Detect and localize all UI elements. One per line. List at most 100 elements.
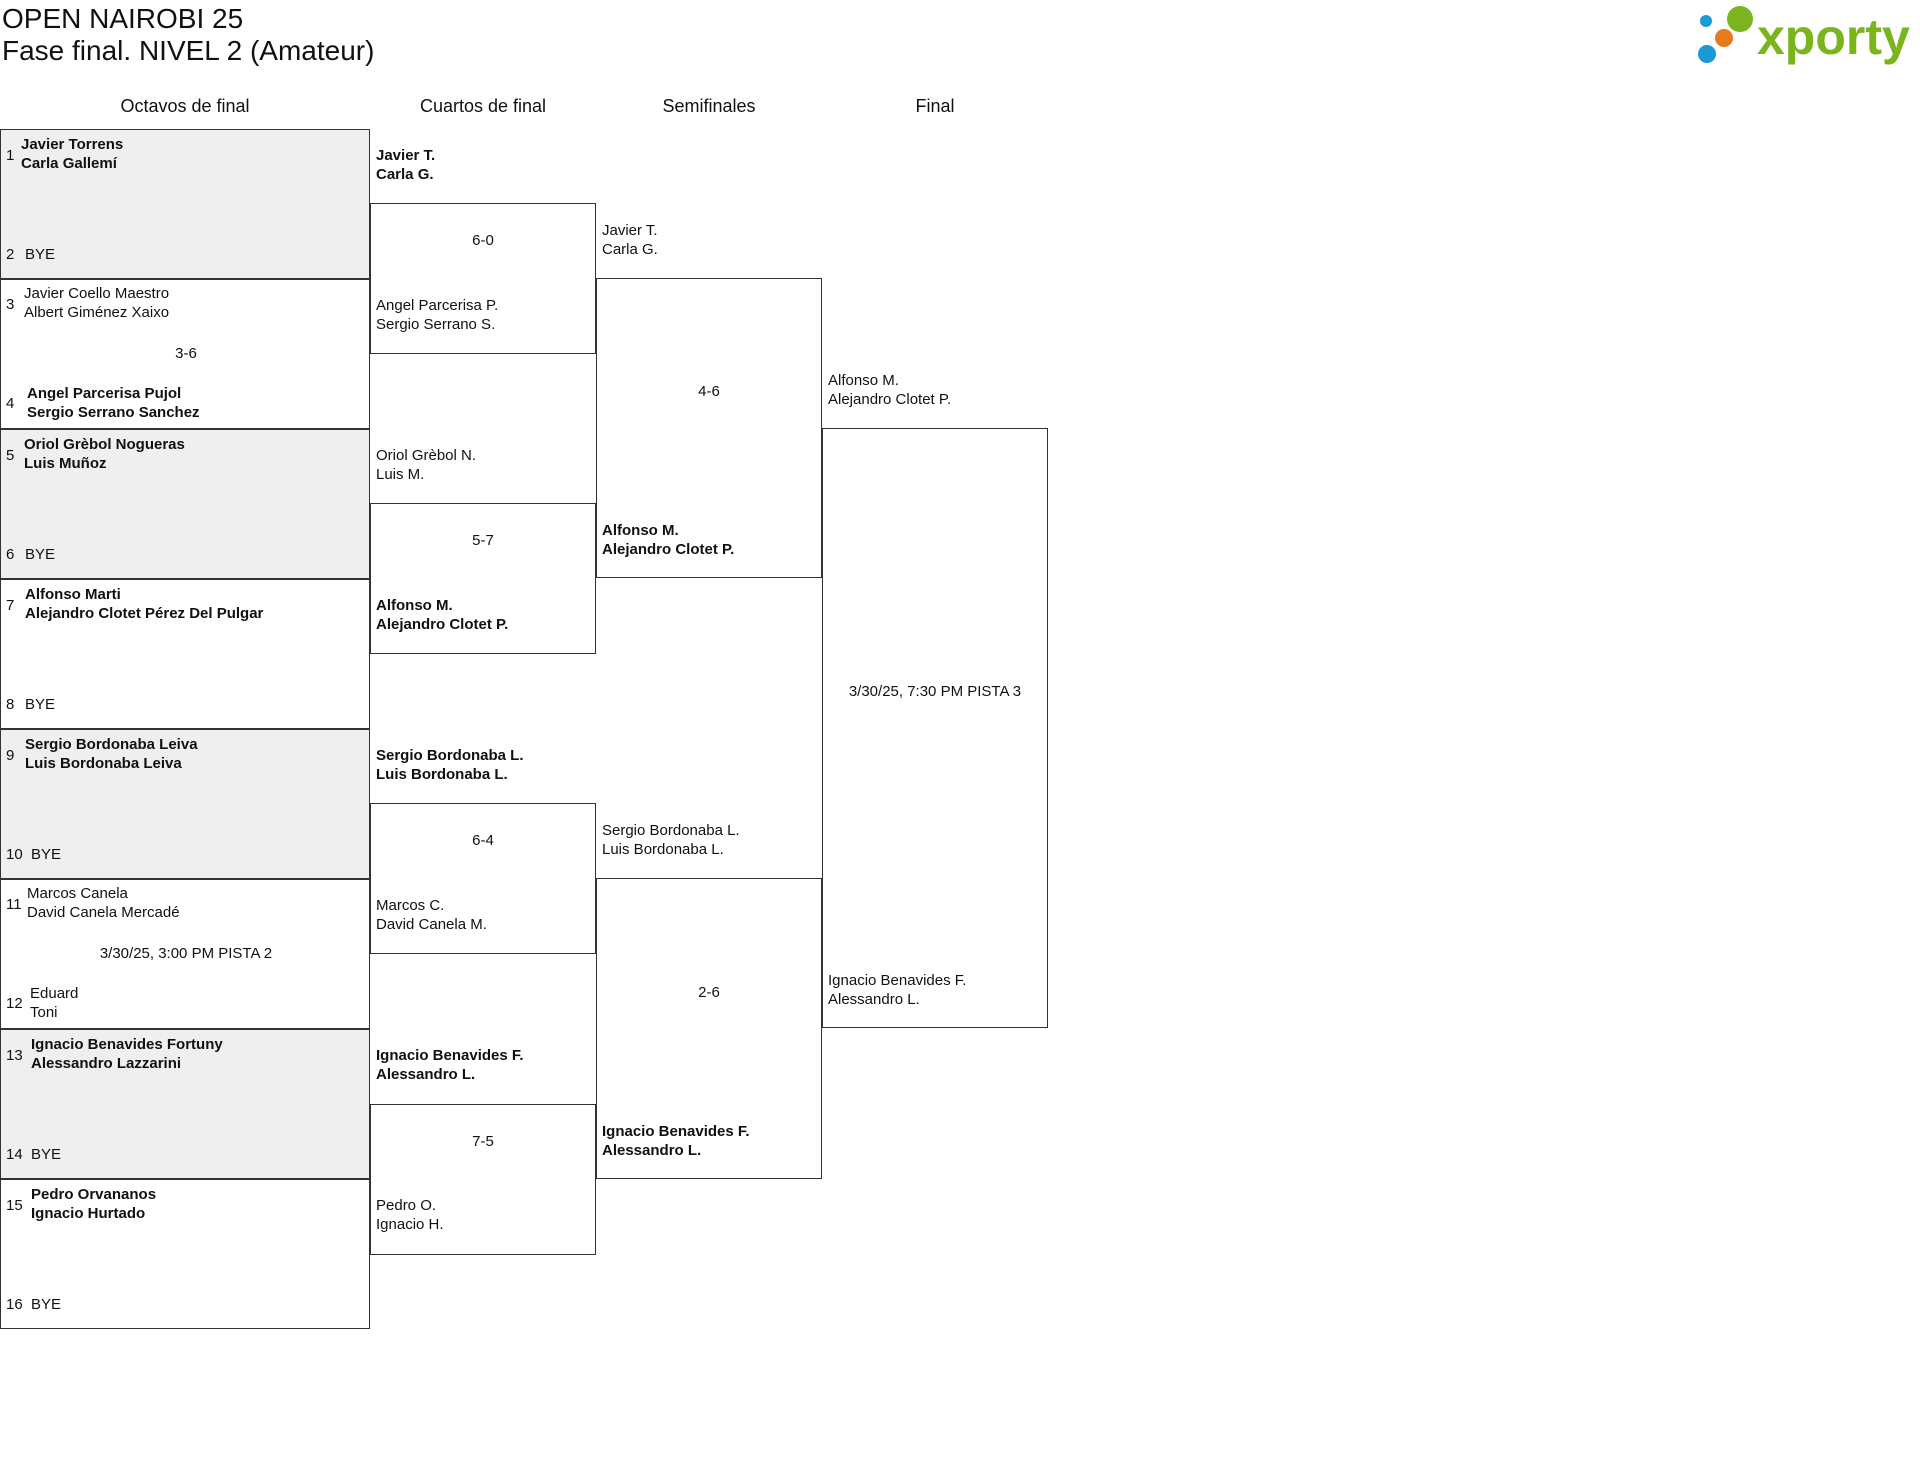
player-name: Oriol Grèbol Nogueras xyxy=(24,436,185,453)
team-entry: Marcos Canela David Canela Mercadé xyxy=(27,884,180,922)
seed-number: 16 xyxy=(6,1296,23,1313)
qf-team-4: Alfonso M. Alejandro Clotet P. xyxy=(376,596,508,634)
player-name: Oriol Grèbol N. xyxy=(376,447,477,464)
player-name: Pedro O. xyxy=(376,1197,437,1214)
player-name: Toni xyxy=(30,1004,58,1021)
player-name: Albert Giménez Xaixo xyxy=(24,304,170,321)
logo-wordmark: xporty xyxy=(1757,9,1910,65)
player-name: Carla G. xyxy=(602,241,658,258)
player-name: Alejandro Clotet P. xyxy=(376,616,509,633)
player-name: Alessandro L. xyxy=(376,1066,476,1083)
qf-match-4[interactable] xyxy=(370,1104,596,1255)
player-name: Ignacio Hurtado xyxy=(31,1205,146,1222)
team-entry: Ignacio Benavides Fortuny Alessandro Laz… xyxy=(31,1035,223,1073)
player-name: Alejandro Clotet P. xyxy=(602,541,735,558)
qf-result-3: 6-4 xyxy=(472,832,494,849)
seed-number: 11 xyxy=(6,896,22,913)
player-name: Alfonso M. xyxy=(828,372,899,389)
seed-number: 12 xyxy=(6,995,23,1012)
seed-number: 9 xyxy=(6,747,15,764)
player-name: Javier T. xyxy=(376,147,436,164)
player-name: Eduard xyxy=(30,985,79,1002)
bye-entry: BYE xyxy=(25,696,56,713)
qf-result-1: 6-0 xyxy=(472,232,494,249)
qf-match-3[interactable] xyxy=(370,803,596,954)
match-result: 3-6 xyxy=(175,345,197,362)
round-header-sf: Semifinales xyxy=(662,96,756,116)
round-header-r16: Octavos de final xyxy=(120,96,250,116)
sf-team-1: Javier T. Carla G. xyxy=(602,221,658,259)
round-header-qf: Cuartos de final xyxy=(419,96,547,116)
player-name: Luis Bordonaba L. xyxy=(602,841,724,858)
tournament-subtitle: Fase final. NIVEL 2 (Amateur) xyxy=(2,35,375,66)
r16-match-8[interactable]: 15 Pedro Orvananos Ignacio Hurtado 16 BY… xyxy=(0,1179,370,1329)
sf-match-1[interactable] xyxy=(596,278,822,578)
r16-match-2[interactable]: 3 Javier Coello Maestro Albert Giménez X… xyxy=(0,279,370,429)
bye-entry: BYE xyxy=(31,1146,62,1163)
tournament-title: OPEN NAIROBI 25 xyxy=(2,3,244,34)
team-entry: Javier Coello Maestro Albert Giménez Xai… xyxy=(24,284,169,322)
player-name: Angel Parcerisa Pujol xyxy=(27,385,182,402)
qf-team-5: Sergio Bordonaba L. Luis Bordonaba L. xyxy=(376,746,524,784)
r16-match-3[interactable]: 5 Oriol Grèbol Nogueras Luis Muñoz 6 BYE xyxy=(0,429,370,579)
player-name: Ignacio H. xyxy=(376,1216,444,1233)
r16-match-1[interactable]: 1 Javier Torrens Carla Gallemí 2 BYE xyxy=(0,129,370,279)
sf-team-2: Alfonso M. Alejandro Clotet P. xyxy=(602,521,734,559)
sf-team-4: Ignacio Benavides F. Alessandro L. xyxy=(602,1122,750,1160)
player-name: Ignacio Benavides Fortuny xyxy=(31,1036,223,1053)
player-name: David Canela Mercadé xyxy=(27,904,180,921)
seed-number: 4 xyxy=(6,395,15,412)
qf-team-2: Angel Parcerisa P. Sergio Serrano S. xyxy=(376,296,498,334)
qf-team-3: Oriol Grèbol N. Luis M. xyxy=(376,446,476,484)
seed-number: 3 xyxy=(6,296,15,313)
r16-match-4[interactable]: 7 Alfonso Marti Alejandro Clotet Pérez D… xyxy=(0,579,370,729)
seed-number: 1 xyxy=(6,147,15,164)
logo-dot-blue-small xyxy=(1700,15,1712,27)
player-name: Carla G. xyxy=(376,166,434,183)
team-entry: Pedro Orvananos Ignacio Hurtado xyxy=(31,1185,156,1223)
r16-match-5[interactable]: 9 Sergio Bordonaba Leiva Luis Bordonaba … xyxy=(0,729,370,879)
player-name: Luis Muñoz xyxy=(24,455,107,472)
seed-number: 15 xyxy=(6,1197,23,1214)
qf-match-1[interactable] xyxy=(370,203,596,354)
player-name: Alejandro Clotet Pérez Del Pulgar xyxy=(25,605,264,622)
player-name: Pedro Orvananos xyxy=(31,1186,157,1203)
qf-team-1: Javier T. Carla G. xyxy=(376,146,435,184)
player-name: Luis Bordonaba Leiva xyxy=(25,755,182,772)
qf-result-4: 7-5 xyxy=(472,1133,494,1150)
player-name: Alessandro L. xyxy=(828,991,920,1008)
bye-entry: BYE xyxy=(25,246,56,263)
player-name: Alfonso M. xyxy=(602,522,679,539)
r16-match-7[interactable]: 13 Ignacio Benavides Fortuny Alessandro … xyxy=(0,1029,370,1179)
player-name: Alessandro Lazzarini xyxy=(31,1055,182,1072)
player-name: David Canela M. xyxy=(376,916,487,933)
player-name: Sergio Bordonaba Leiva xyxy=(25,736,198,753)
r16-match-6[interactable]: 11 Marcos Canela David Canela Mercadé 3/… xyxy=(0,879,370,1029)
bye-entry: BYE xyxy=(25,546,56,563)
player-name: Javier Torrens xyxy=(21,136,124,153)
final-match[interactable] xyxy=(822,428,1048,1028)
qf-match-2[interactable] xyxy=(370,503,596,654)
team-entry: Angel Parcerisa Pujol Sergio Serrano San… xyxy=(27,384,200,422)
player-name: Javier Coello Maestro xyxy=(24,285,170,302)
seed-number: 6 xyxy=(6,546,15,563)
seed-number: 7 xyxy=(6,597,15,614)
sf-match-2[interactable] xyxy=(596,878,822,1179)
logo-dot-green xyxy=(1727,6,1753,32)
sf-result-1: 4-6 xyxy=(698,383,720,400)
player-name: Angel Parcerisa P. xyxy=(376,297,499,314)
logo-dot-orange xyxy=(1715,29,1733,47)
player-name: Ignacio Benavides F. xyxy=(376,1047,524,1064)
player-name: Sergio Serrano S. xyxy=(376,316,496,333)
seed-number: 5 xyxy=(6,447,15,464)
player-name: Luis M. xyxy=(376,466,425,483)
seed-number: 8 xyxy=(6,696,15,713)
team-entry: Alfonso Marti Alejandro Clotet Pérez Del… xyxy=(25,585,263,623)
bye-entry: BYE xyxy=(31,846,62,863)
player-name: Carla Gallemí xyxy=(21,155,117,172)
player-name: Javier T. xyxy=(602,222,658,239)
player-name: Marcos C. xyxy=(376,897,445,914)
qf-team-6: Marcos C. David Canela M. xyxy=(376,896,487,934)
seed-number: 10 xyxy=(6,846,23,863)
team-entry: Javier Torrens Carla Gallemí xyxy=(21,135,123,173)
